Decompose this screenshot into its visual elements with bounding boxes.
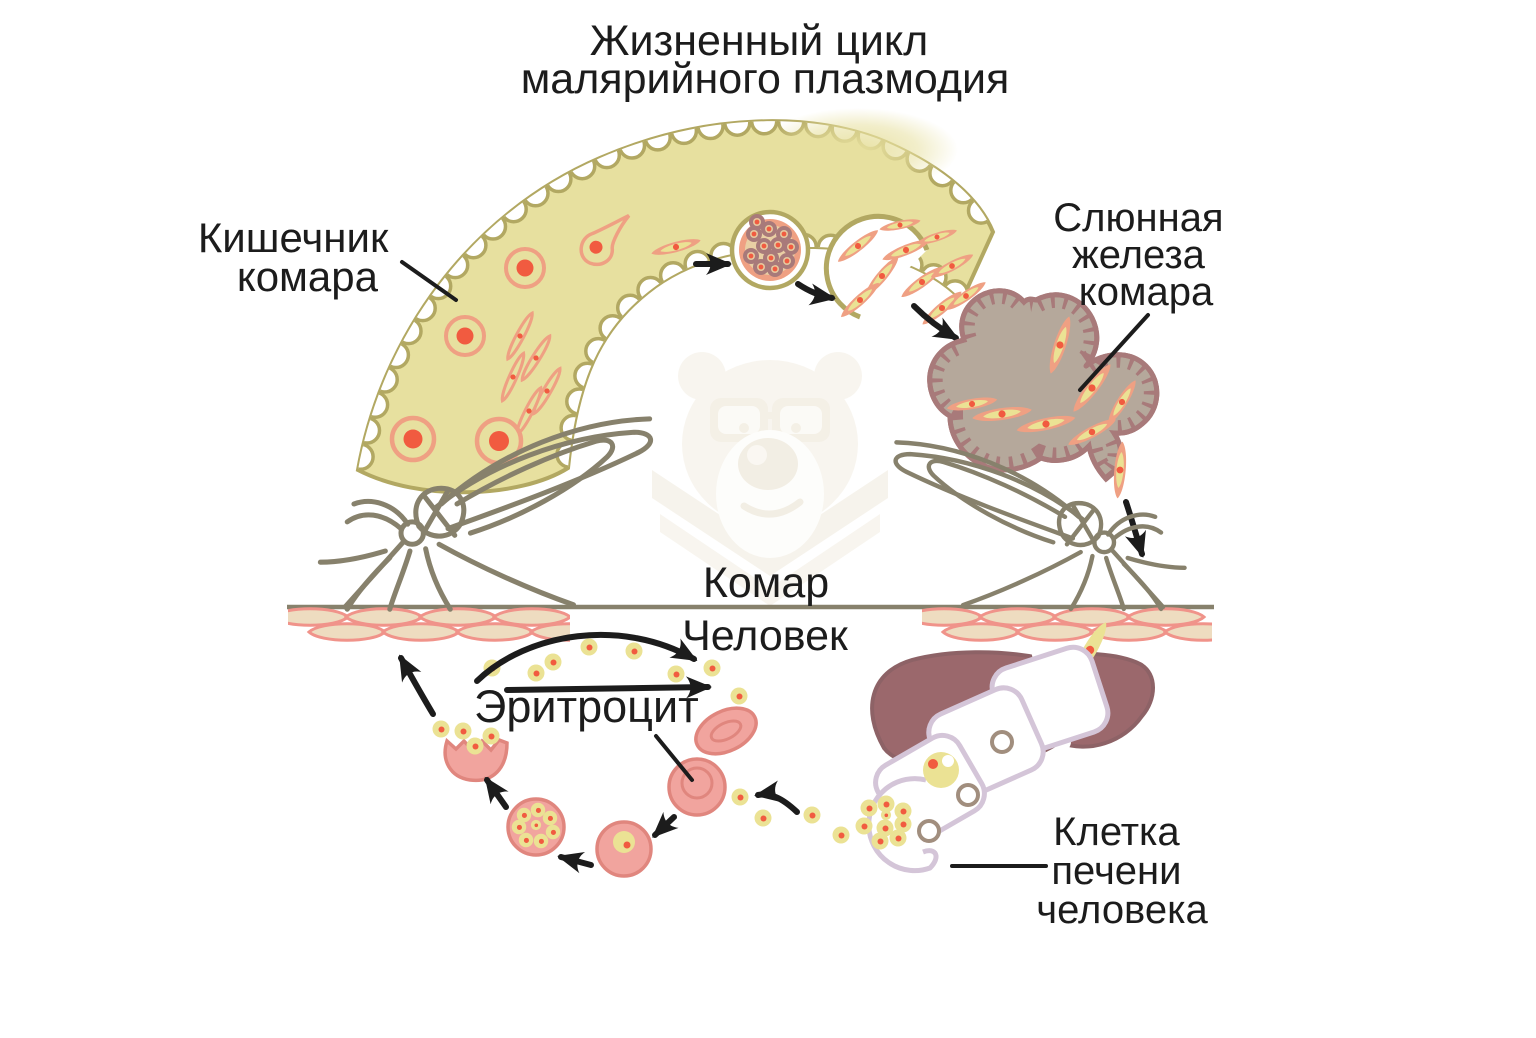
label-liver-cell: Клетка печени человека	[1036, 810, 1208, 932]
skin-scale	[455, 622, 535, 642]
skin-scale	[1015, 622, 1095, 642]
gut-hanging-gamete	[389, 415, 437, 463]
arrow-schizont-to-rupture	[484, 776, 509, 810]
skin-scale	[1163, 622, 1212, 642]
label-mosquito-gut: Кишечник комара	[198, 214, 400, 300]
label-human: Человек	[682, 612, 849, 660]
pointer-erythrocyte-label	[654, 734, 694, 782]
arrow-to-erythrocyte	[504, 676, 712, 699]
skin-tissue-left	[288, 607, 570, 642]
arrow-gametocytes-to-mosquito	[398, 654, 436, 717]
label-mosquito: Комар	[703, 559, 829, 607]
label-salivary-gland: Слюнная железа комара	[1053, 196, 1234, 314]
arrow-oocyst-to-rupture	[795, 281, 836, 306]
arrow-merozoites-to-erythrocyte	[754, 780, 800, 815]
gut-highlight-glow	[758, 108, 958, 192]
mosquito-left	[317, 416, 653, 612]
erythrocyte-cycle	[432, 638, 758, 878]
mosquito-right	[893, 440, 1187, 612]
infected-liver-cell-schizont	[923, 752, 959, 788]
pointer-gut-label	[400, 260, 458, 302]
gut-gametocyte-cell	[504, 247, 546, 289]
arrow-infection-arc	[474, 632, 698, 684]
gut-scallop	[381, 340, 411, 370]
oocyst	[729, 209, 811, 291]
ookinete	[579, 214, 631, 266]
arrow-ring-to-schizont	[557, 852, 594, 874]
pointer-gland-label	[1078, 313, 1150, 392]
skin-tissue-right	[922, 607, 1212, 642]
mosquito-gut	[356, 108, 995, 495]
gut-gametocyte-cell	[444, 315, 486, 357]
arrow-disc-to-ring-stage	[652, 811, 679, 838]
label-erythrocyte: Эритроцит	[474, 681, 699, 732]
gut-scallop	[584, 336, 613, 366]
gut-scallop	[658, 261, 688, 290]
ring-stage-trophozoite	[595, 820, 653, 878]
gut-scallop	[966, 196, 993, 225]
page-title: Жизненный цикл малярийного плазмодия	[521, 17, 1010, 103]
gut-scallop	[544, 164, 573, 194]
gut-scallop	[370, 365, 399, 394]
arrow-sporozoite-to-gland	[911, 303, 960, 341]
skin-scale	[307, 622, 387, 642]
skin-scale	[941, 622, 1021, 642]
skin-scale	[381, 622, 461, 642]
gut-scallop	[615, 293, 645, 323]
erythrocyte-disc	[667, 757, 727, 817]
watermark-bear-logo	[652, 352, 888, 606]
gut-scallop	[360, 390, 390, 420]
ruptured-oocyst	[823, 213, 989, 329]
schizont-in-erythrocyte	[506, 797, 566, 857]
erythrocyte-side-view	[694, 706, 758, 756]
